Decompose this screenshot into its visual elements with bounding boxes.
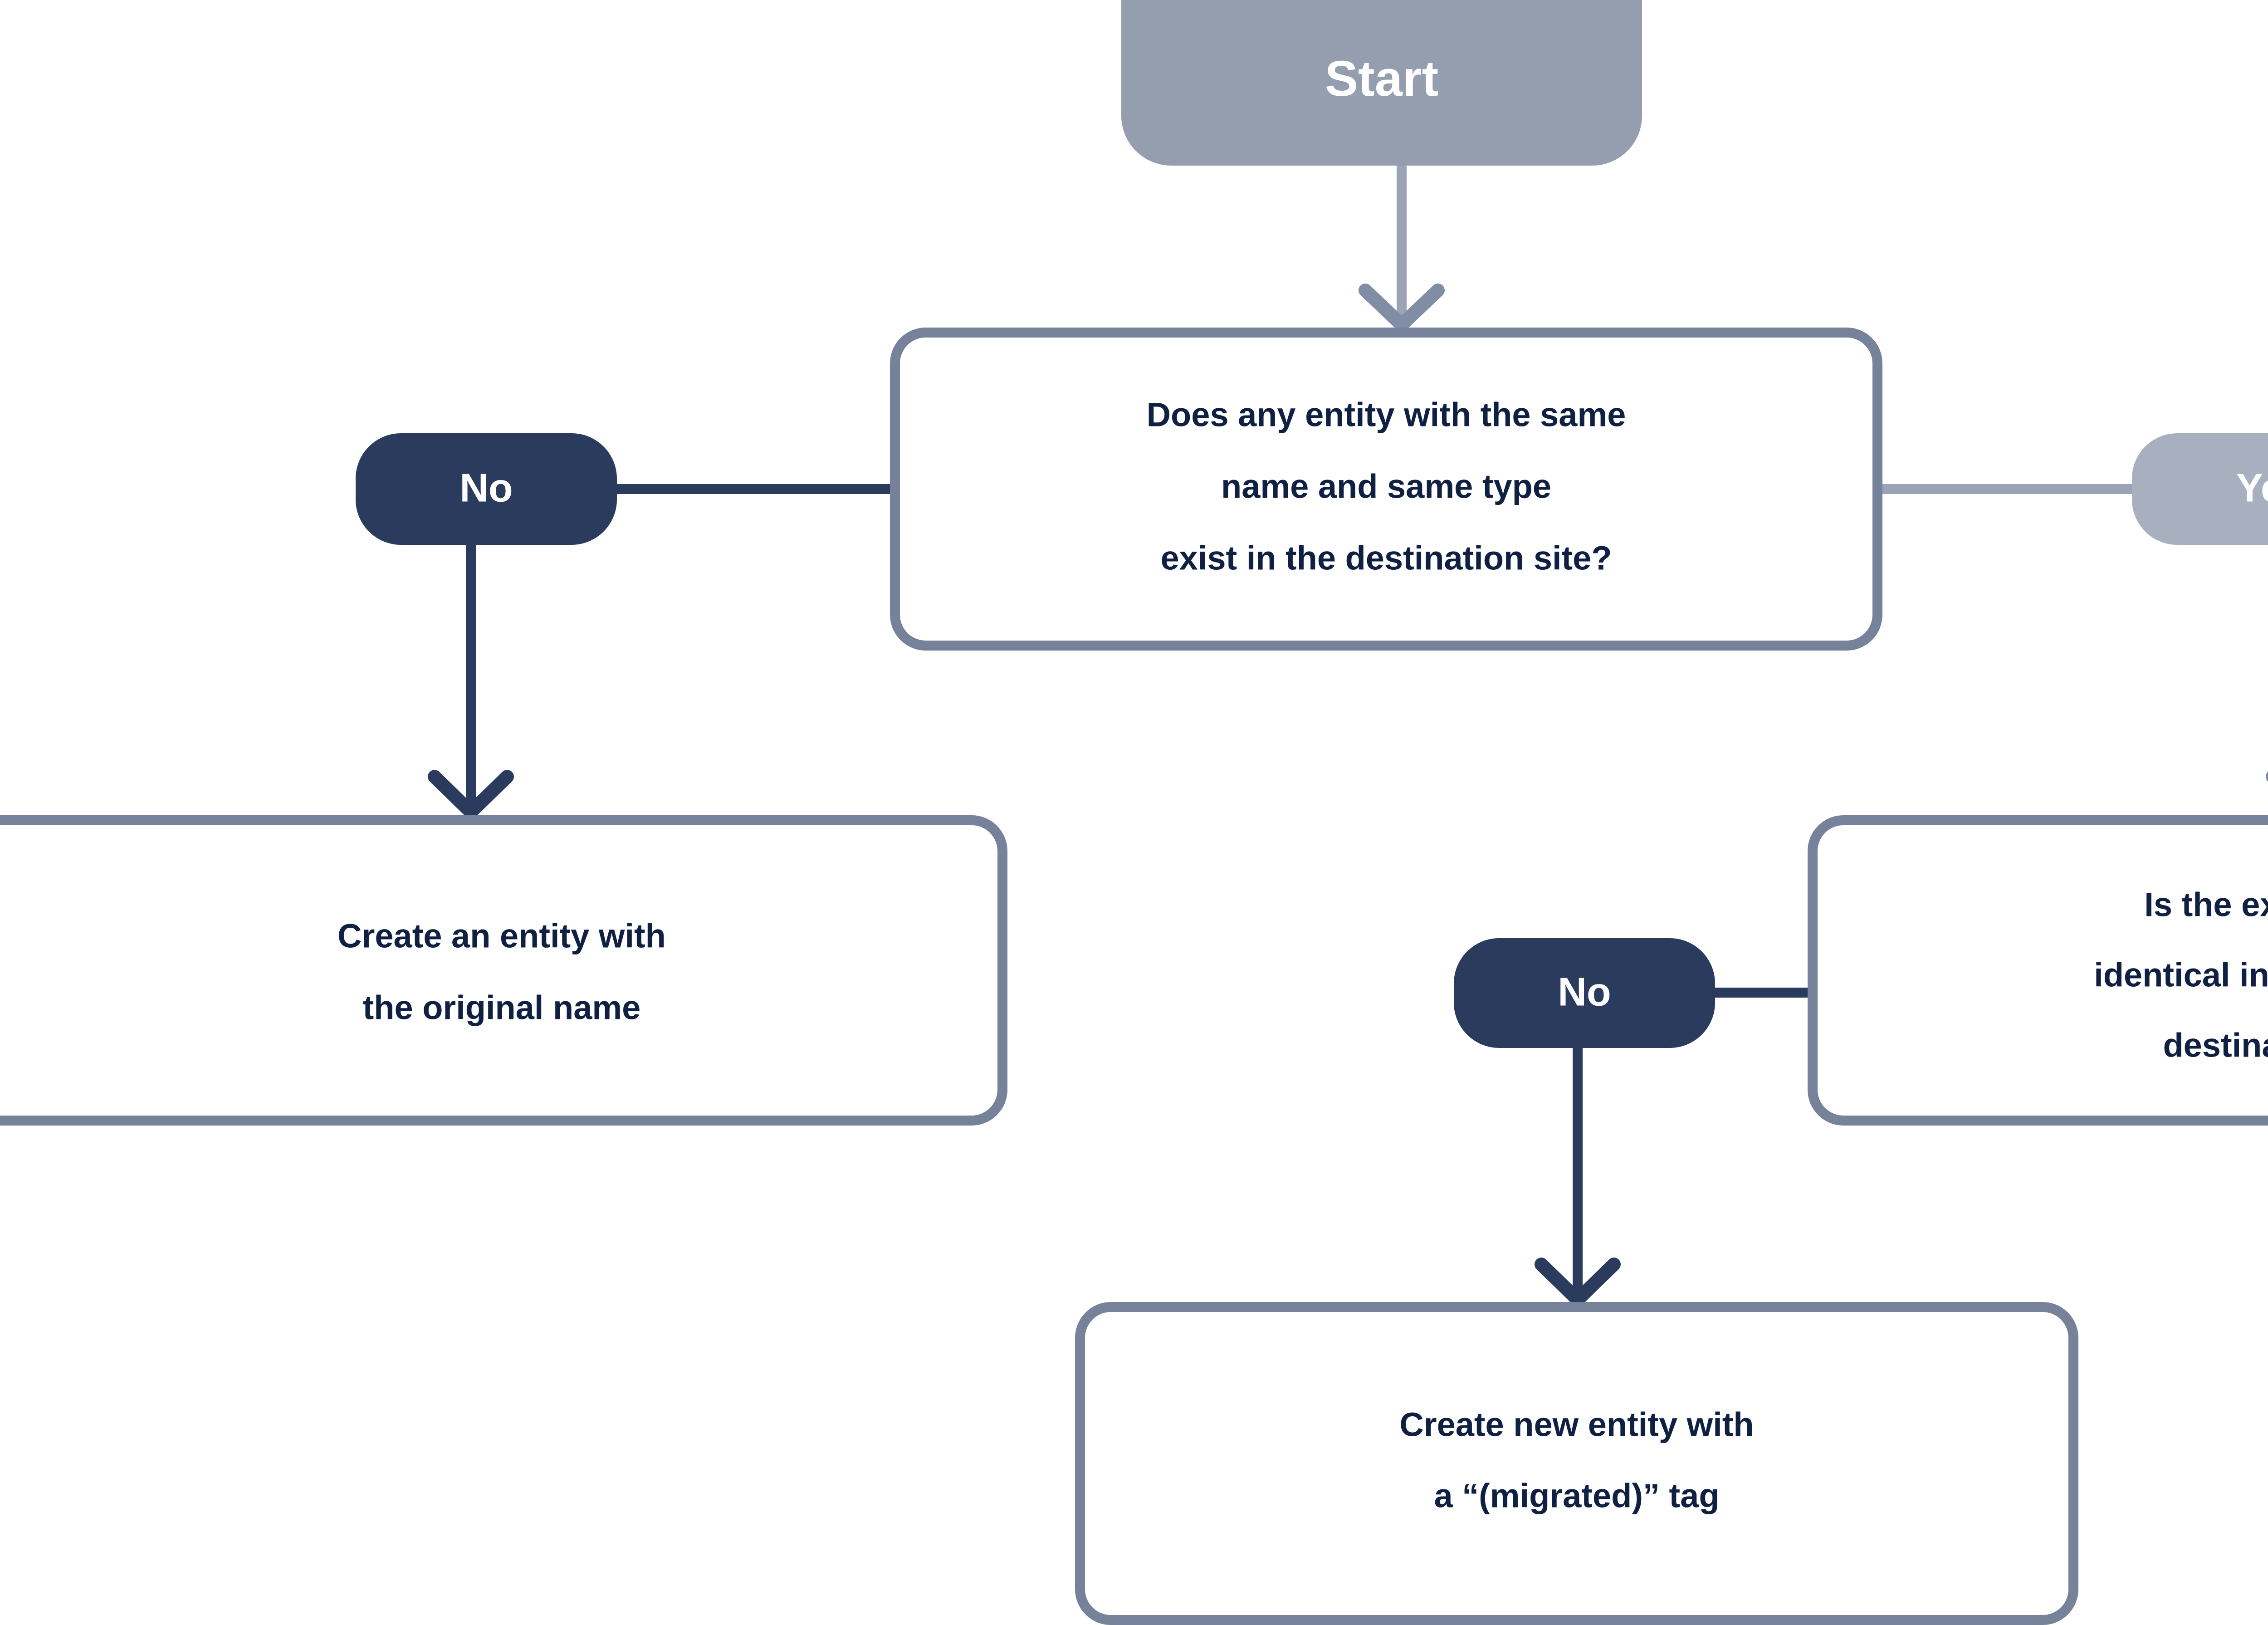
pill-no-1-shape[interactable] xyxy=(356,433,617,545)
node-start[interactable]: Start xyxy=(1121,0,1642,166)
edge-start-to-decision-1 xyxy=(1359,163,1445,332)
arrowhead-start-d1-icon xyxy=(1359,284,1445,332)
edge-decision-1-yes xyxy=(1878,484,2268,782)
decision-1-line-3: exist in the destination site? xyxy=(1160,539,1612,577)
decision-2-line-1: Is the existing entity xyxy=(2144,886,2268,924)
node-decision-2[interactable]: Is the existing entity identical in the … xyxy=(1808,815,2268,1126)
decision-2-line-2: identical in the source and xyxy=(2094,956,2268,994)
pill-no-2-shape[interactable] xyxy=(1454,938,1715,1048)
arrowhead-d1-no-icon xyxy=(428,770,514,819)
create-original-shape[interactable] xyxy=(0,815,1007,1126)
decision-1-line-2: name and same type xyxy=(1221,468,1551,505)
arrowhead-d2-no-icon xyxy=(1535,1258,1621,1307)
branch-label-decision-1-yes[interactable]: Yes xyxy=(2132,433,2268,545)
branch-label-decision-2-no[interactable]: No xyxy=(1454,938,1715,1048)
create-migrated-line-2: a “(migrated)” tag xyxy=(1434,1477,1719,1515)
create-original-line-1: Create an entity with xyxy=(337,917,666,955)
edge-decision-1-no xyxy=(428,484,898,819)
start-node-label: Start xyxy=(1325,51,1439,107)
decision-2-shape[interactable] xyxy=(1808,815,2268,1126)
pill-yes-1-label: Yes xyxy=(2236,465,2268,510)
decision-1-shape[interactable] xyxy=(890,328,1882,651)
create-migrated-line-1: Create new entity with xyxy=(1399,1406,1754,1444)
decision-1-line-1: Does any entity with the same xyxy=(1147,396,1626,434)
branch-label-decision-1-no[interactable]: No xyxy=(356,433,617,545)
pill-no-2-label: No xyxy=(1558,969,1611,1014)
node-create-migrated-tag[interactable]: Create new entity with a “(migrated)” ta… xyxy=(1075,1302,2078,1625)
node-decision-1[interactable]: Does any entity with the same name and s… xyxy=(890,328,1882,651)
start-node-shape[interactable] xyxy=(1121,0,1642,166)
pill-yes-1-shape[interactable] xyxy=(2132,433,2268,545)
create-original-line-2: the original name xyxy=(363,989,641,1027)
decision-2-line-3: destination sites? xyxy=(2163,1027,2268,1064)
node-create-original-name[interactable]: Create an entity with the original name xyxy=(0,815,1007,1126)
pill-no-1-label: No xyxy=(459,465,513,510)
create-migrated-shape[interactable] xyxy=(1075,1302,2078,1625)
